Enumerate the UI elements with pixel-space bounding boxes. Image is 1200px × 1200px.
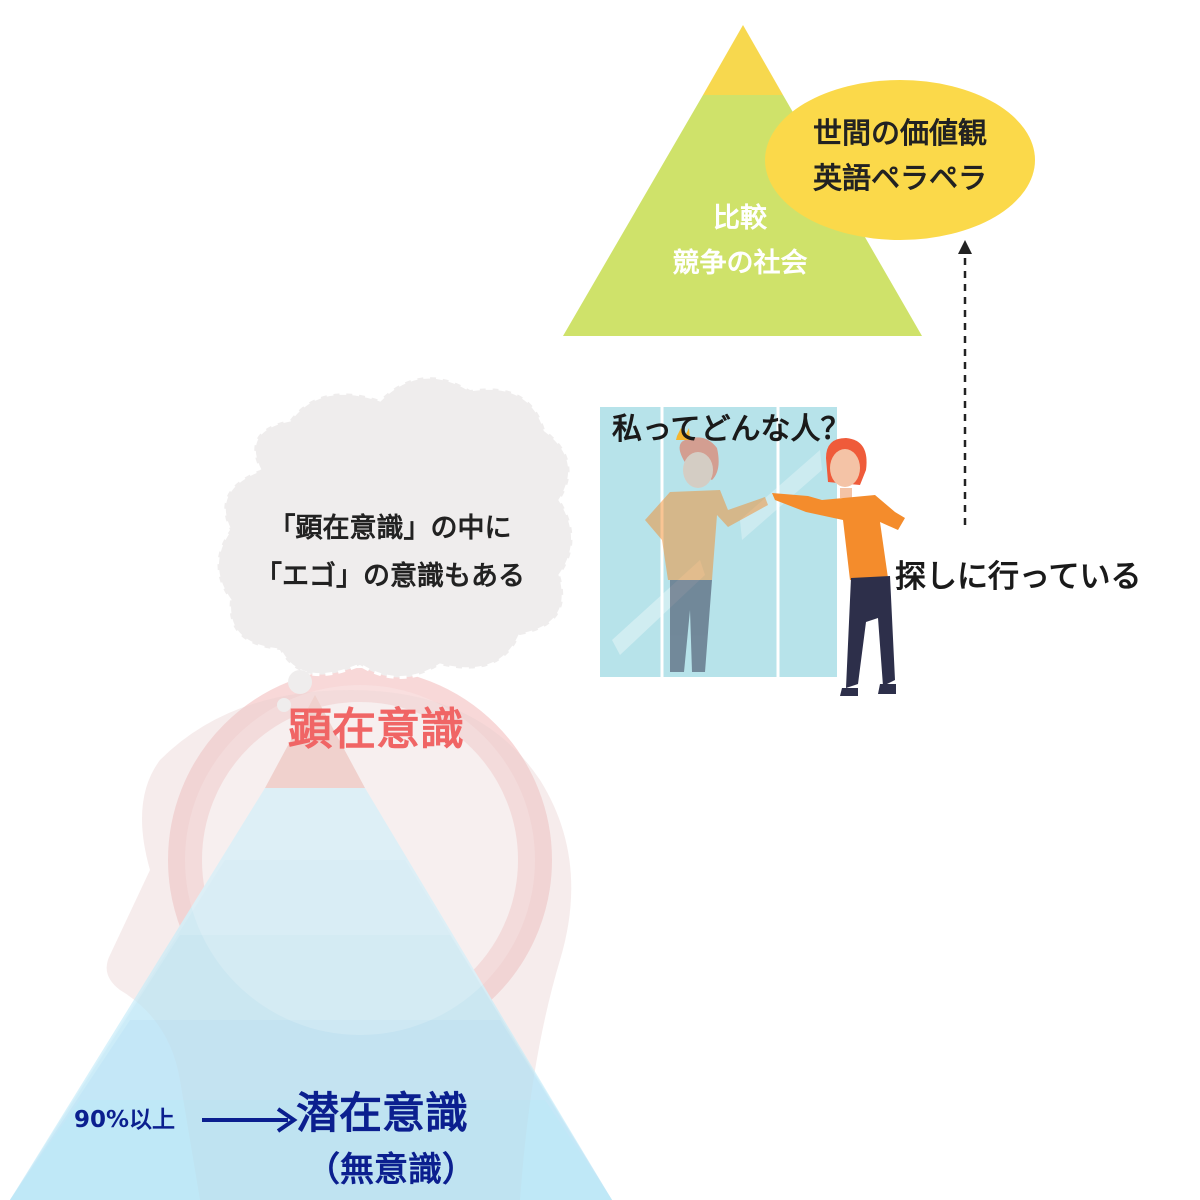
thought-cloud-text: 「顕在意識」の中に 「エゴ」の意識もある	[210, 505, 570, 601]
society-pyramid-label: 比較 競争の社会	[640, 196, 840, 286]
subconscious-title: 潜在意識	[296, 1089, 468, 1139]
reflection-figure	[645, 437, 768, 672]
mirror	[600, 407, 837, 677]
conscious-label: 顕在意識	[288, 704, 464, 755]
thought-cloud	[216, 375, 574, 712]
crown-icon	[676, 428, 690, 440]
society-pyramid-body	[563, 95, 922, 336]
woman-pants	[846, 576, 895, 688]
mirror-question: 私ってどんな人？	[612, 412, 851, 447]
woman-shirt	[772, 493, 905, 580]
society-pyramid	[563, 25, 922, 336]
values-bubble-label: 世間の価値観 英語ペラペラ	[780, 111, 1020, 201]
iceberg-pyramid	[10, 685, 612, 1200]
dashed-up-arrow	[958, 240, 972, 525]
subconscious-subtitle: （無意識）	[306, 1150, 476, 1190]
society-label-line2: 競争の社会	[672, 248, 808, 279]
society-pyramid-top	[703, 25, 783, 95]
woman-face	[830, 449, 860, 487]
thought-line1: 「顕在意識」の中に	[268, 513, 512, 544]
values-label-line1: 世間の価値観	[812, 116, 987, 150]
thought-line2: 「エゴ」の意識もある	[255, 561, 525, 592]
mirror-scene	[600, 407, 905, 696]
values-bubble	[765, 80, 1035, 240]
subconscious-percent: 90%以上	[74, 1107, 176, 1133]
searching-label: 探しに行っている	[895, 559, 1142, 595]
iceberg-tip	[265, 695, 365, 788]
woman-figure	[772, 438, 905, 696]
arrow-right-icon	[202, 1107, 298, 1133]
society-label-line1: 比較	[713, 203, 767, 234]
values-label-line2: 英語ペラペラ	[812, 161, 987, 195]
